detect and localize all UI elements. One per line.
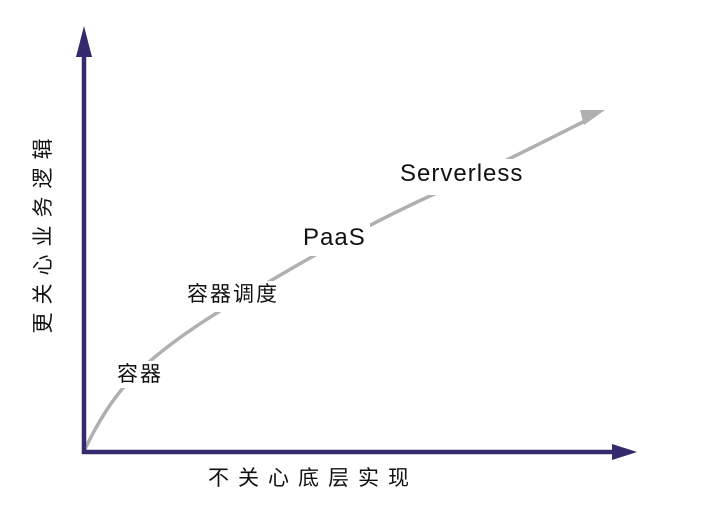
y-axis-label: 更关心业务逻辑 — [32, 130, 55, 334]
x-axis-label: 不关心底层实现 — [208, 467, 418, 490]
x-axis-arrowhead — [612, 444, 637, 460]
stage-label-containers: 容器 — [113, 361, 167, 389]
growth-curve-arrowhead — [580, 110, 605, 125]
stage-label-serverless: Serverless — [396, 159, 528, 196]
stage-label-container-orchestration: 容器调度 — [183, 281, 283, 313]
stage-label-paas: PaaS — [299, 223, 370, 257]
y-axis-arrowhead — [76, 26, 92, 57]
